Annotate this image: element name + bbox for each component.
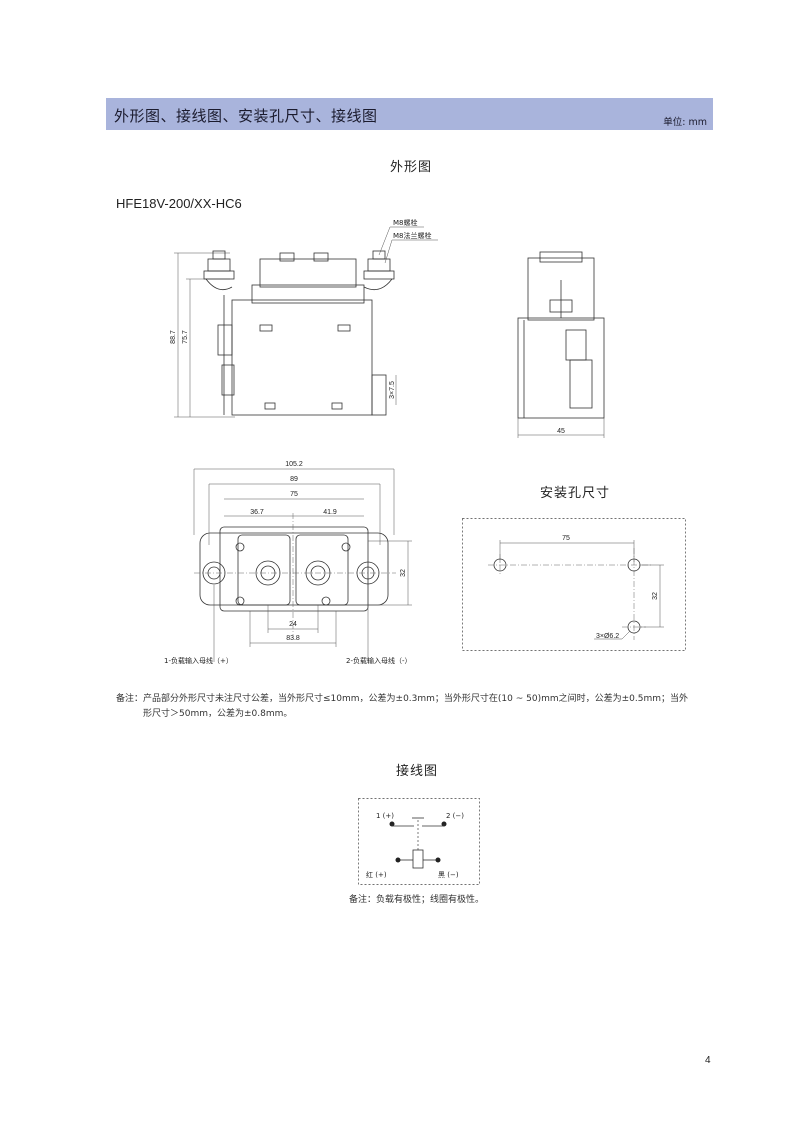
mounting-hole-drawing: 75 32 3×Ø6.2 <box>462 518 686 651</box>
unit-label: 单位: mm <box>663 117 707 128</box>
wiring-pin1: 1 (+) <box>376 812 394 820</box>
bolt-label-m8-flange: M8法兰螺栓 <box>393 231 432 240</box>
model-number: HFE18V-200/XX-HC6 <box>116 196 242 211</box>
mount-dim-75: 75 <box>562 535 570 542</box>
mounting-title: 安装孔尺寸 <box>540 486 611 501</box>
terminal-2-label: 2-负载输入母线（-） <box>346 656 412 665</box>
wiring-pin2: 2 (−) <box>446 812 464 820</box>
outline-title: 外形图 <box>390 160 433 175</box>
dim-105-2: 105.2 <box>285 461 303 468</box>
side-view-drawing: 45 <box>517 251 605 438</box>
dim-slot: 3×7.5 <box>389 381 396 399</box>
bolt-label-m8: M8螺栓 <box>393 218 418 227</box>
dim-height-body: 75.7 <box>182 330 189 344</box>
dim-36-7: 36.7 <box>250 509 264 516</box>
wiring-red: 红 (+) <box>366 870 387 879</box>
terminal-1-label: 1-负载输入母线（+） <box>164 656 233 665</box>
front-view-drawing: 88.7 75.7 3×7.5 M8螺栓 M8法兰螺栓 <box>170 218 438 418</box>
mount-holes-label: 3×Ø6.2 <box>596 633 619 640</box>
dim-41-9: 41.9 <box>323 509 337 516</box>
dim-24: 24 <box>289 621 297 628</box>
dim-75: 75 <box>290 491 298 498</box>
wiring-diagram: 1 (+) 2 (−) 红 (+) 黑 (−) <box>358 798 480 885</box>
dim-32: 32 <box>400 569 407 577</box>
wiring-note: 备注：负载有极性；线圈有极性。 <box>349 895 485 905</box>
top-view-drawing: 105.2 89 75 36.7 41.9 32 24 83.8 1-负载输入母… <box>164 461 412 665</box>
wiring-black: 黑 (−) <box>438 871 459 879</box>
dim-83-8: 83.8 <box>286 635 300 642</box>
dim-side-width: 45 <box>557 428 565 435</box>
section-header-bar: 外形图、接线图、安装孔尺寸、接线图 单位: mm <box>106 98 713 130</box>
dim-height-total: 88.7 <box>170 330 177 344</box>
dim-89: 89 <box>290 476 298 483</box>
mount-dim-32: 32 <box>652 592 659 600</box>
tolerance-note-line1: 备注：产品部分外形尺寸未注尺寸公差，当外形尺寸≤10mm，公差为±0.3mm；当… <box>116 694 689 704</box>
page-number: 4 <box>705 1055 711 1066</box>
tolerance-note-line2: 形尺寸＞50mm，公差为±0.8mm。 <box>143 709 293 719</box>
section-header-title: 外形图、接线图、安装孔尺寸、接线图 <box>114 107 378 125</box>
wiring-title: 接线图 <box>396 764 439 779</box>
